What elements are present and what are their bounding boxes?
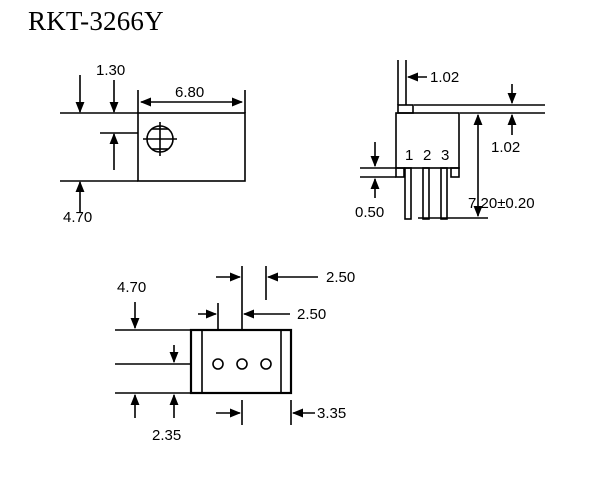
side-h470-label: 4.70 <box>63 209 92 226</box>
bottom-pin-hole-1 <box>212 358 224 370</box>
pin-label-2: 2 <box>423 147 431 164</box>
pin-1 <box>404 167 412 220</box>
front-screw-head <box>397 104 414 114</box>
front-view: 1.02 1.02 7.20±0.20 0.50 1 2 3 <box>355 60 545 221</box>
bottom-pin-hole-3 <box>260 358 272 370</box>
front-lead-label: 1.02 <box>430 69 459 86</box>
bottom-edge-label: 3.35 <box>317 405 346 422</box>
side-h130-label: 1.30 <box>96 62 125 79</box>
bottom-pitch-a-label: 2.50 <box>326 269 355 286</box>
pin-label-1: 1 <box>405 147 413 164</box>
front-h102-label: 1.02 <box>491 139 520 156</box>
pin-label-3: 3 <box>441 147 449 164</box>
adjustment-screw-icon <box>143 122 177 156</box>
front-standoff-left <box>395 167 405 178</box>
pin-3 <box>440 167 448 220</box>
bottom-body-outline <box>189 328 293 395</box>
front-total-height-label: 7.20±0.20 <box>468 195 535 212</box>
part-number-title: RKT-3266Y <box>28 6 164 36</box>
bottom-pin-hole-2 <box>236 358 248 370</box>
front-standoff-label: 0.50 <box>355 204 384 221</box>
bottom-pitch-b-label: 2.50 <box>297 306 326 323</box>
side-width-label: 6.80 <box>175 84 204 101</box>
front-standoff-right <box>450 167 460 178</box>
bottom-offset-label: 2.35 <box>152 427 181 444</box>
bottom-view: 4.70 2.35 2.50 2.50 3.35 <box>115 266 355 444</box>
pin-2 <box>422 167 430 220</box>
side-body-outline <box>137 112 246 182</box>
bottom-depth-label: 4.70 <box>117 279 146 296</box>
side-view: 6.80 1.30 4.70 <box>60 62 246 226</box>
